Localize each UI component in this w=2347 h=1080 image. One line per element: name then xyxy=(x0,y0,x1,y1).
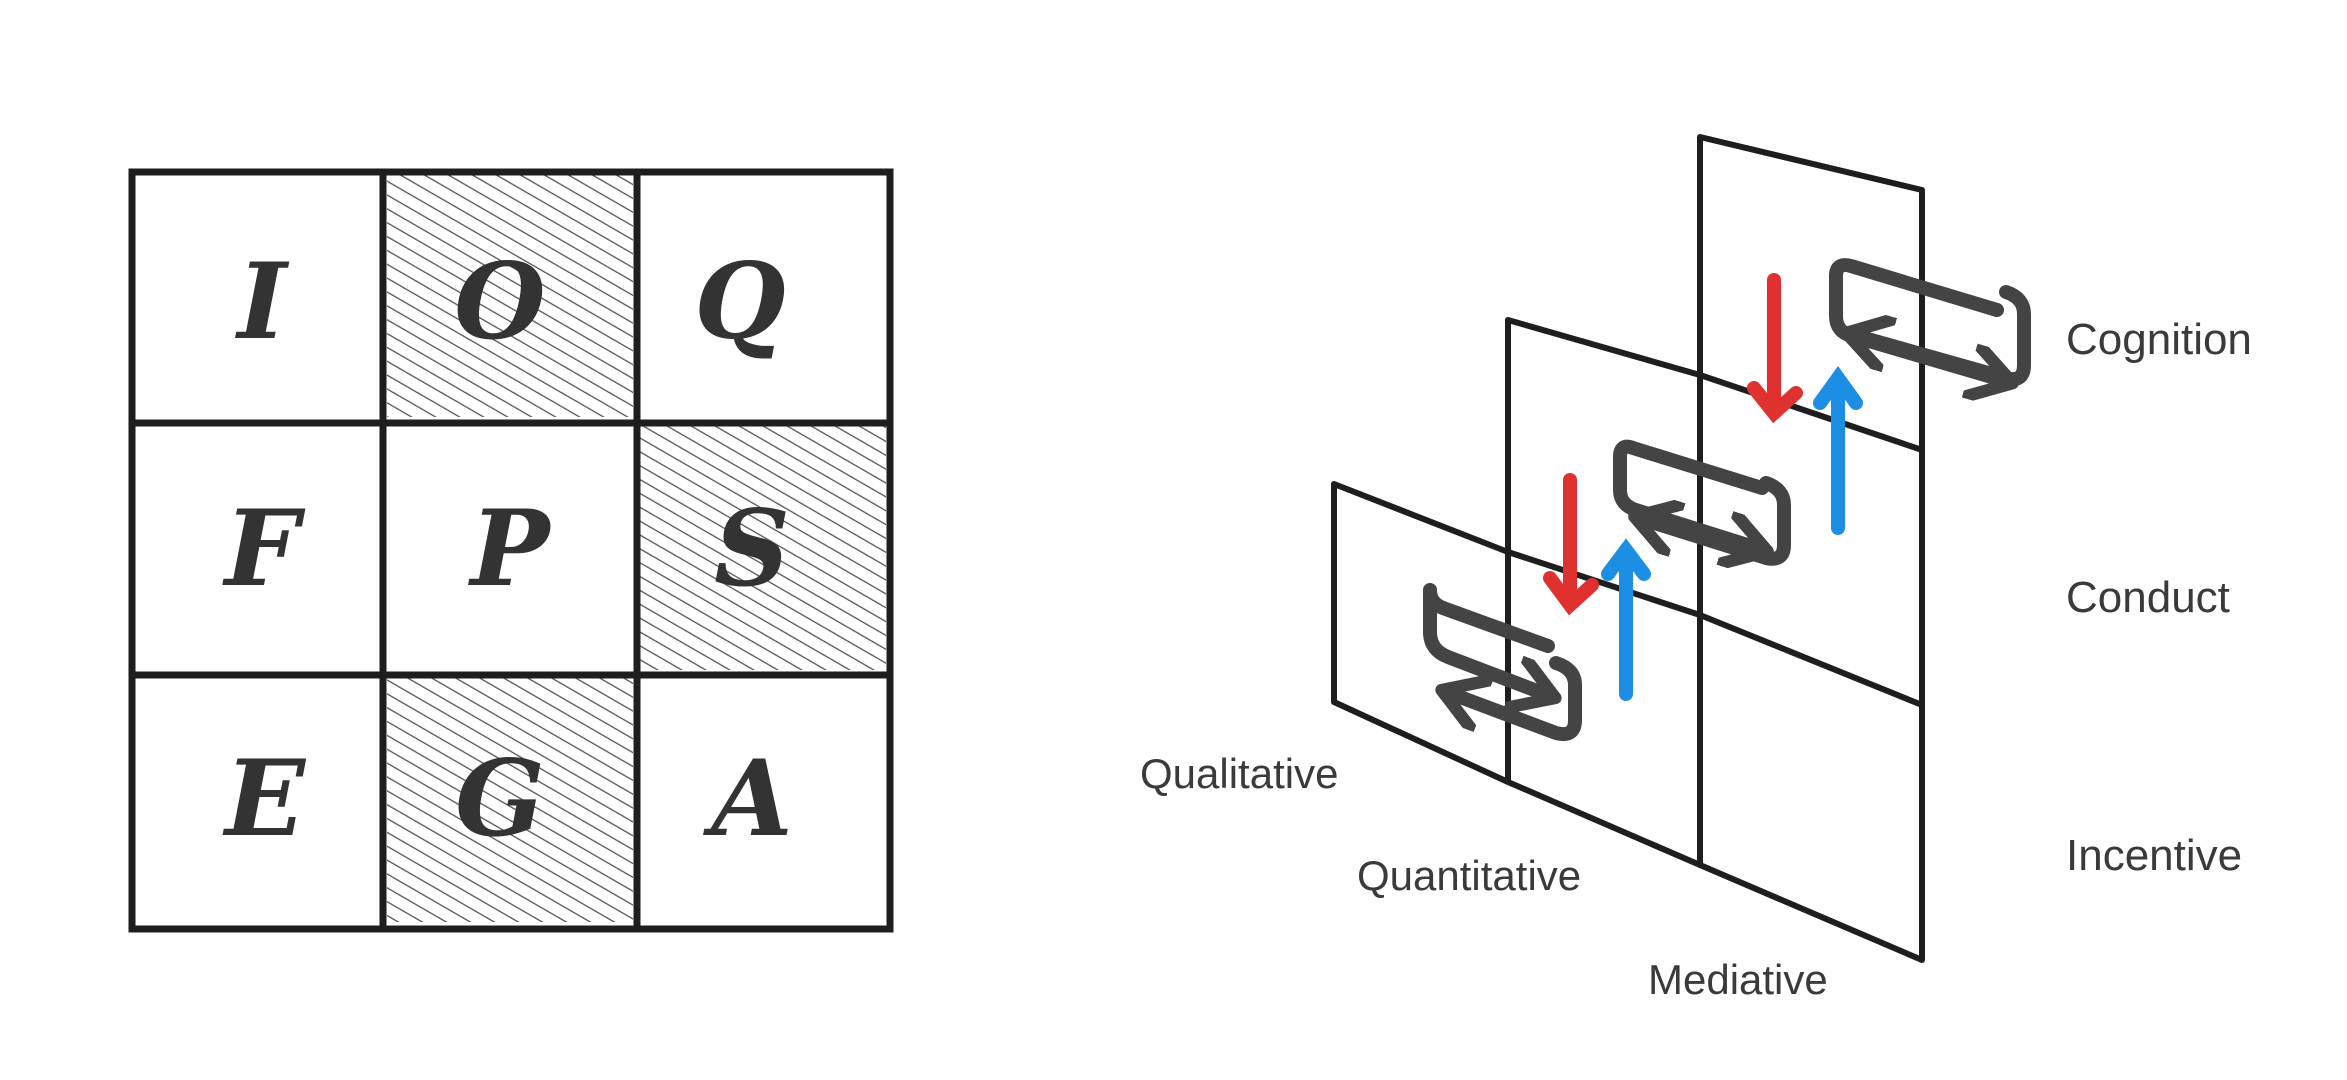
column-label-quantitative: Quantitative xyxy=(1357,852,1581,899)
cell-letter-e: E xyxy=(222,736,307,860)
up-arrow-lower xyxy=(1601,538,1651,701)
cell-letter-g: G xyxy=(455,736,545,860)
hatched-cell-g xyxy=(387,678,633,922)
panel-quantitative xyxy=(1505,317,1702,868)
cell-letter-s: S xyxy=(714,486,790,610)
letter-grid: I O Q F P S E G A xyxy=(128,168,894,933)
down-arrows xyxy=(1543,273,1803,616)
cell-letter-o: O xyxy=(454,239,545,363)
loop-arrow-middle-return xyxy=(1645,476,1791,566)
column-label-qualitative: Qualitative xyxy=(1140,750,1338,797)
cell-letter-q: Q xyxy=(694,239,785,363)
up-arrow-upper xyxy=(1813,366,1863,535)
hatched-cell-o xyxy=(387,175,633,417)
up-arrows xyxy=(1601,366,1863,701)
down-arrow-upper xyxy=(1747,273,1803,424)
cycle-loops xyxy=(1423,258,2031,742)
hatched-cell-s xyxy=(640,426,886,670)
loop-arrow-lower xyxy=(1423,583,1548,694)
row-label-incentive: Incentive xyxy=(2066,831,2242,880)
row-label-conduct: Conduct xyxy=(2066,573,2230,622)
loop-arrow-lower-return xyxy=(1452,656,1582,742)
column-label-mediative: Mediative xyxy=(1648,956,1828,1003)
panel-qualitative xyxy=(1331,481,1510,785)
down-arrow-lower xyxy=(1543,473,1599,616)
loop-arrow-upper-return xyxy=(1857,285,2031,387)
panel-mediative xyxy=(1697,134,1925,963)
panel-quantitative-divider xyxy=(1507,549,1701,618)
panel-mediative-divider-lower xyxy=(1698,612,1924,708)
panel-mediative-divider-upper xyxy=(1699,372,1923,453)
layered-panels xyxy=(1331,134,1925,963)
cell-letter-p: P xyxy=(468,486,553,610)
grid-border xyxy=(128,168,894,933)
cell-letter-f: F xyxy=(222,486,306,610)
row-label-cognition: Cognition xyxy=(2066,315,2252,364)
cell-letter-i: I xyxy=(234,239,289,363)
cell-letter-a: A xyxy=(702,736,792,860)
